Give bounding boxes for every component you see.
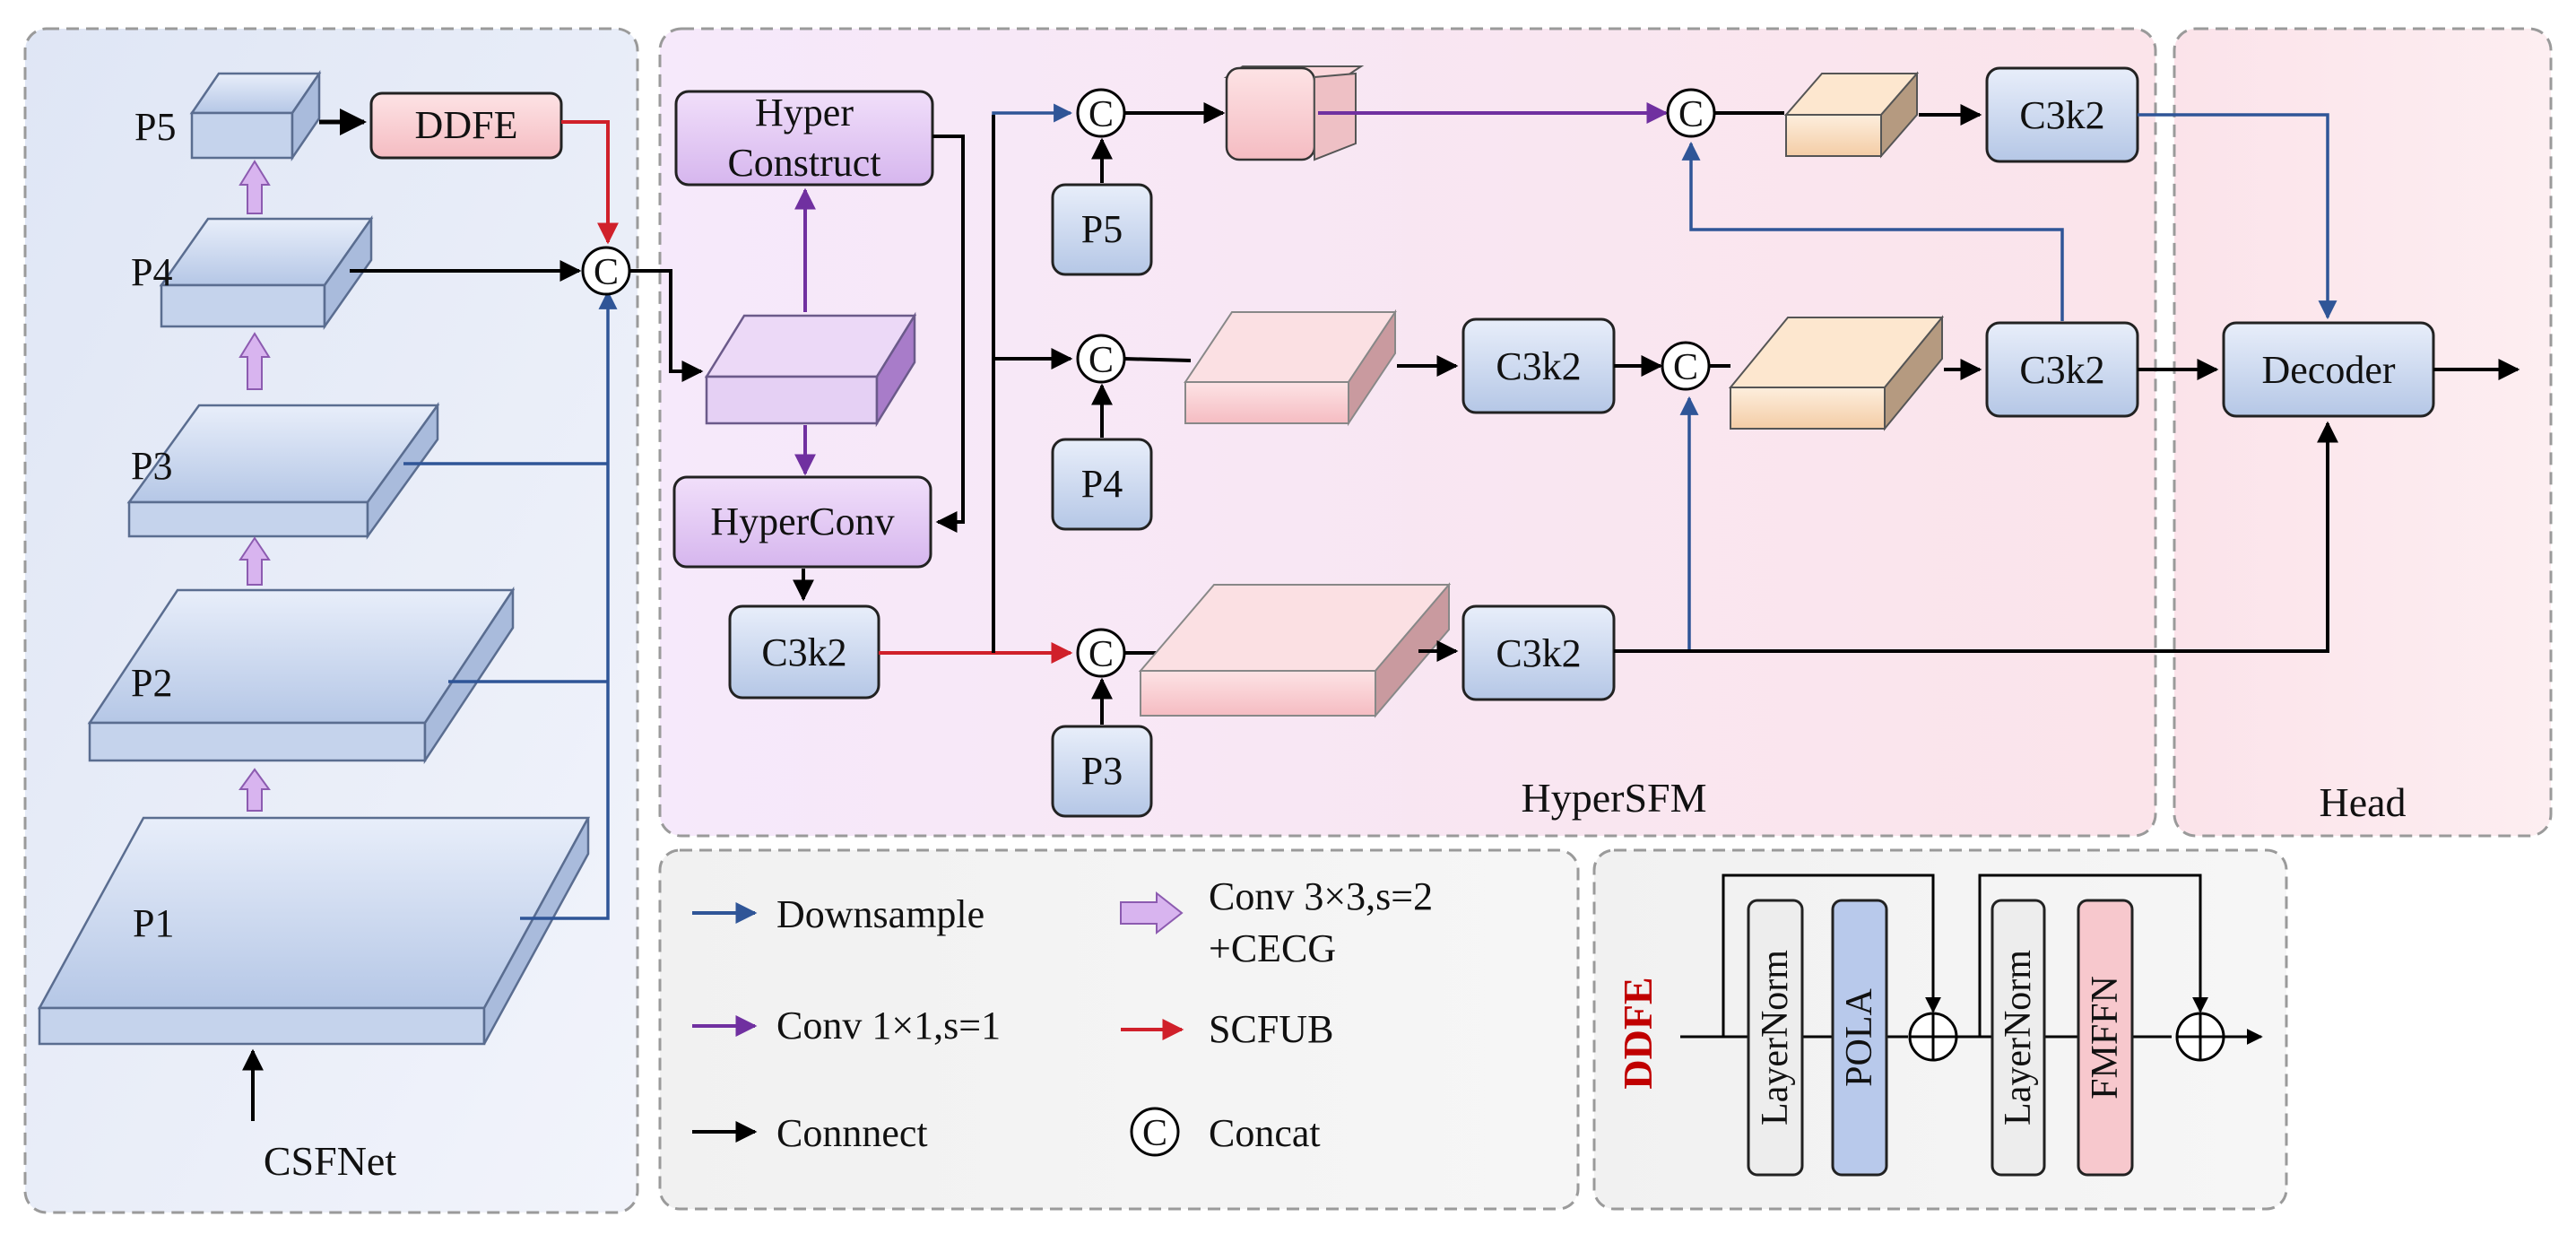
p5-label: P5 bbox=[134, 105, 176, 149]
concat-p5: C bbox=[1076, 88, 1126, 138]
svg-text:P4: P4 bbox=[1081, 462, 1123, 506]
svg-text:FMFFN: FMFFN bbox=[2085, 976, 2126, 1100]
ddfe-detail-title: DDFE bbox=[1615, 977, 1661, 1089]
legend-conv1x1-label: Conv 1×1,s=1 bbox=[776, 1004, 1001, 1047]
ddfe-layernorm-1: LayerNorm bbox=[1747, 899, 1804, 1177]
backbone-downsample-lines bbox=[403, 291, 610, 920]
c3k2-left: C3k2 bbox=[728, 604, 880, 700]
p3-input-block: P3 bbox=[1051, 725, 1153, 818]
svg-text:C: C bbox=[1142, 1113, 1167, 1154]
svg-text:C: C bbox=[1089, 634, 1114, 675]
p4-input-block: P4 bbox=[1051, 438, 1153, 531]
head-panel: Head bbox=[2173, 27, 2553, 838]
p4-label: P4 bbox=[131, 250, 172, 294]
p1-label: P1 bbox=[133, 901, 174, 945]
svg-text:C3k2: C3k2 bbox=[2019, 348, 2104, 392]
svg-text:P5: P5 bbox=[1081, 207, 1123, 251]
c3k2-middle: C3k2 bbox=[1461, 317, 1616, 414]
p2-slab bbox=[87, 586, 516, 765]
p5-feature-cube bbox=[1223, 65, 1365, 161]
p2-label: P2 bbox=[131, 661, 172, 705]
legend-downsample-label: Downsample bbox=[776, 892, 984, 936]
csfnet-title: CSFNet bbox=[264, 1138, 396, 1184]
c3k2-bottom: C3k2 bbox=[1461, 604, 1616, 701]
backbone-concat: C bbox=[581, 246, 631, 296]
p3-slab bbox=[126, 402, 440, 540]
c3k2-top-right: C3k2 bbox=[1985, 66, 2139, 163]
concat-top-right: C bbox=[1666, 88, 1716, 138]
concat-middle-right: C bbox=[1661, 341, 1711, 391]
legend-concat-label: Concat bbox=[1209, 1111, 1321, 1155]
ddfe-to-concat-arrow bbox=[561, 120, 619, 245]
c3k2-middle-right: C3k2 bbox=[1985, 321, 2139, 418]
hyper-construct-block: Hyper Construct bbox=[674, 90, 934, 187]
head-title: Head bbox=[2319, 779, 2406, 825]
hyper-feature-slab bbox=[704, 311, 917, 428]
legend-conv3x3-label-2: +CECG bbox=[1209, 926, 1336, 970]
ddfe-skip-2 bbox=[1978, 874, 2208, 1037]
svg-text:Construct: Construct bbox=[727, 141, 880, 185]
svg-text:C: C bbox=[594, 252, 619, 293]
svg-text:C: C bbox=[1673, 347, 1698, 388]
p3-feature-slab bbox=[1138, 582, 1452, 718]
p1-slab bbox=[37, 816, 591, 1046]
svg-text:C: C bbox=[1089, 340, 1114, 381]
c3k2-top-to-decoder-arrow bbox=[2138, 113, 2337, 320]
svg-text:C3k2: C3k2 bbox=[1496, 631, 1581, 675]
svg-text:HyperConv: HyperConv bbox=[710, 500, 894, 543]
concat-p3: C bbox=[1076, 628, 1126, 678]
concat-p4: C bbox=[1076, 334, 1126, 384]
concat-to-slab-arrow bbox=[629, 269, 704, 382]
svg-text:C3k2: C3k2 bbox=[1496, 344, 1581, 388]
legend-panel bbox=[658, 848, 1580, 1211]
svg-text:C: C bbox=[1678, 94, 1704, 135]
ddfe-pola: POLA bbox=[1831, 899, 1888, 1177]
decoder-block: Decoder bbox=[2222, 321, 2435, 418]
svg-text:C3k2: C3k2 bbox=[2019, 93, 2104, 137]
upsample-arrows bbox=[239, 160, 271, 812]
ddfe-add-1 bbox=[1908, 1012, 1958, 1062]
legend-conv3x3-swatch bbox=[1120, 891, 1184, 935]
c3k2-bottom-to-decoder-arrow bbox=[1614, 421, 2338, 653]
legend-connect-label: Connnect bbox=[776, 1111, 928, 1155]
orange-cube-top bbox=[1783, 71, 1920, 159]
p3-label: P3 bbox=[131, 444, 172, 488]
svg-text:POLA: POLA bbox=[1839, 987, 1880, 1086]
svg-text:Decoder: Decoder bbox=[2261, 348, 2395, 392]
ddfe-block: DDFE bbox=[369, 91, 563, 160]
legend-scfub-label: SCFUB bbox=[1209, 1007, 1333, 1051]
hyperconstruct-to-hyperconv-arrow bbox=[932, 135, 965, 533]
hypersfm-title: HyperSFM bbox=[1521, 775, 1706, 821]
p4-feature-slab bbox=[1184, 309, 1397, 427]
legend-conv3x3-label-1: Conv 3×3,s=2 bbox=[1209, 874, 1433, 918]
svg-text:C: C bbox=[1089, 94, 1114, 135]
ddfe-skip-1 bbox=[1722, 874, 1941, 1037]
svg-text:P3: P3 bbox=[1081, 749, 1123, 793]
p4-slab bbox=[159, 215, 374, 330]
ddfe-layernorm-2: LayerNorm bbox=[1991, 899, 2046, 1177]
ddfe-fmffn: FMFFN bbox=[2077, 899, 2134, 1177]
hyperconv-block: HyperConv bbox=[672, 475, 932, 569]
svg-text:C3k2: C3k2 bbox=[761, 630, 846, 674]
p5-input-block: P5 bbox=[1051, 183, 1153, 276]
ddfe-add-2 bbox=[2175, 1012, 2225, 1062]
ddfe-label: DDFE bbox=[415, 103, 518, 147]
p5-slab bbox=[189, 69, 322, 162]
svg-text:LayerNorm: LayerNorm bbox=[1755, 950, 1796, 1126]
svg-text:Hyper: Hyper bbox=[755, 91, 854, 135]
orange-slab-middle bbox=[1728, 315, 1945, 431]
legend-concat-swatch: C bbox=[1130, 1107, 1180, 1157]
svg-text:LayerNorm: LayerNorm bbox=[1998, 950, 2039, 1126]
c3k2-mid-to-concat-top-arrow bbox=[1681, 141, 2064, 321]
